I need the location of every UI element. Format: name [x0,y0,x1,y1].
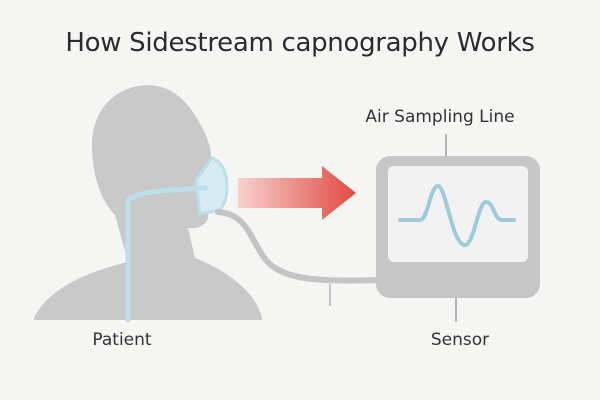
sampling-tube [125,185,208,323]
sensor-label: Sensor [430,330,490,350]
air-sampling-line-label: Air Sampling Line [365,107,515,127]
patient-silhouette [34,85,262,320]
patient-label: Patient [92,330,152,350]
diagram-title: How Sidestream capnography Works [65,28,535,58]
airflow-arrow [238,166,356,220]
air-sampling-hose [215,209,381,284]
monitor-screen [388,166,528,262]
nasal-mask [194,156,229,216]
waveform [398,184,516,247]
